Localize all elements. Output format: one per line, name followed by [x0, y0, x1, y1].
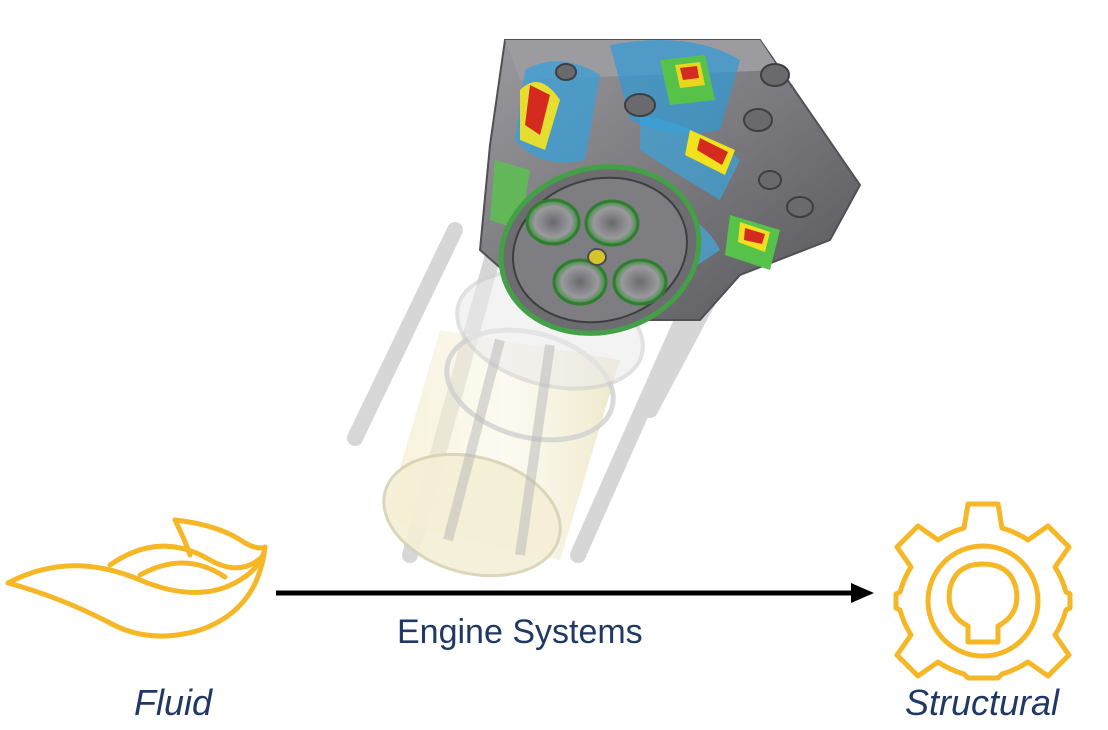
engine-systems-label: Engine Systems — [397, 613, 643, 651]
fluid-label: Fluid — [134, 682, 213, 723]
structural-label: Structural — [905, 682, 1060, 723]
gear-icon — [893, 501, 1073, 681]
engine-systems-arrow — [276, 583, 874, 603]
cylinder-head — [478, 39, 862, 336]
fluid-flow-icon — [5, 517, 268, 639]
